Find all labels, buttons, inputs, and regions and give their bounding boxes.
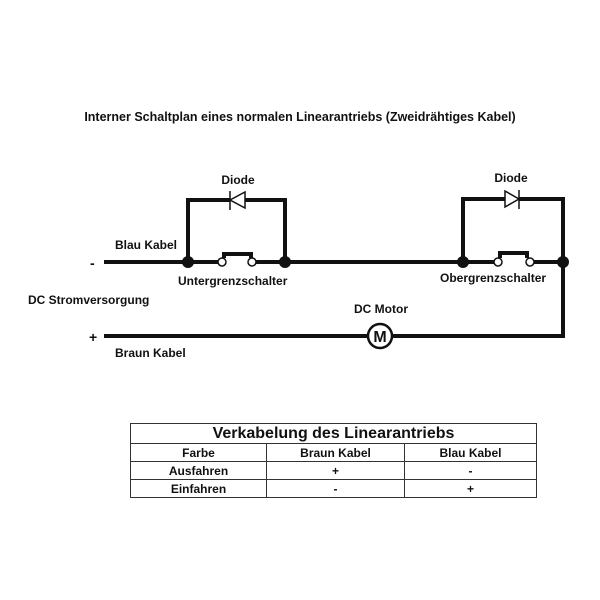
blue-value: - [404,461,537,480]
header-color: Farbe [130,443,267,462]
motor-label: DC Motor [354,302,408,316]
brown-cable-label: Braun Kabel [115,346,186,360]
table-row: Einfahren - + [130,479,537,498]
upper-switch-label: Obergrenzschalter [440,271,546,285]
blue-cable-label: Blau Kabel [115,238,177,252]
upper-limit-switch-icon [493,251,535,267]
diode-label-right: Diode [494,171,528,185]
diode-icon [228,190,246,210]
junction-node [279,256,291,268]
motor-symbol: M [373,329,386,346]
motor-icon: M [366,322,394,350]
power-supply-label: DC Stromversorgung [28,293,149,307]
table-title: Verkabelung des Linearantriebs [130,423,537,444]
lower-switch-label: Untergrenzschalter [178,274,288,288]
blue-wire [104,260,565,336]
wiring-table: Verkabelung des Linearantriebs Farbe Bra… [130,423,537,498]
junction-node [457,256,469,268]
minus-terminal: - [90,255,95,271]
lower-diode-bypass [186,190,287,262]
upper-diode-bypass [461,189,565,262]
junction-node [182,256,194,268]
row-label: Einfahren [130,479,267,498]
row-label: Ausfahren [130,461,267,480]
lower-limit-switch-icon [217,252,257,267]
junction-node [557,256,569,268]
blue-value: + [404,479,537,498]
header-brown: Braun Kabel [266,443,405,462]
diode-icon [504,189,521,209]
diagram-title: Interner Schaltplan eines normalen Linea… [84,110,515,124]
diode-label-left: Diode [221,173,255,187]
brown-value: + [266,461,405,480]
brown-value: - [266,479,405,498]
table-row: Ausfahren + - [130,461,537,480]
header-blue: Blau Kabel [404,443,537,462]
table-header-row: Farbe Braun Kabel Blau Kabel [130,443,537,462]
plus-terminal: + [89,329,97,345]
